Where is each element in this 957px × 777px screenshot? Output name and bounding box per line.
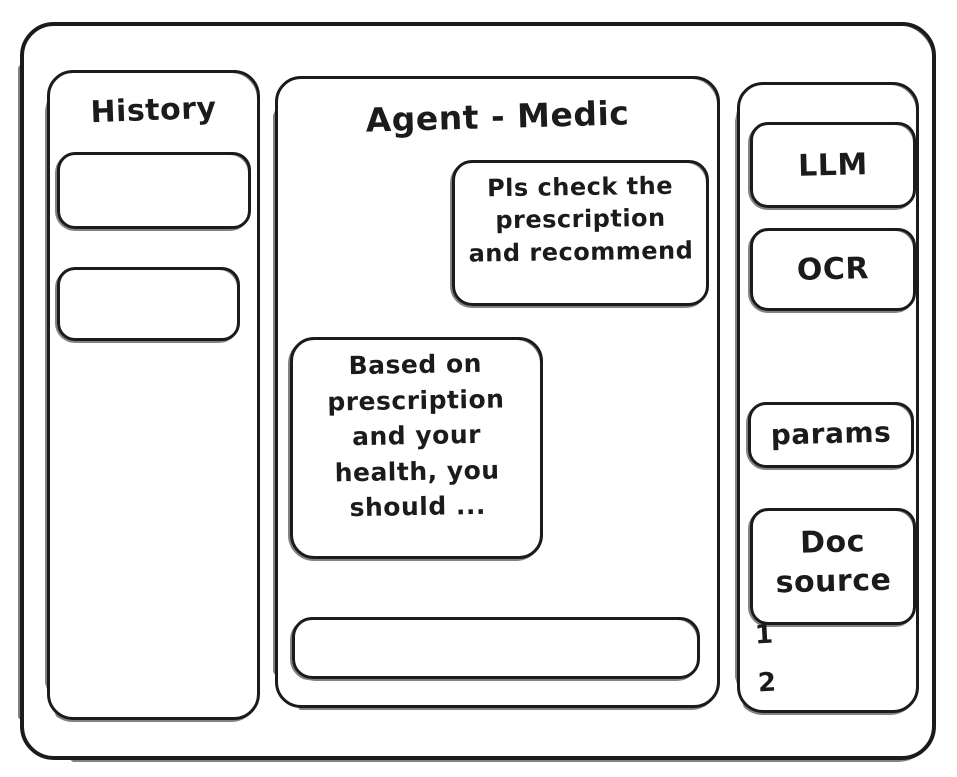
message-input[interactable] bbox=[292, 617, 700, 679]
llm-button[interactable] bbox=[750, 122, 916, 208]
user-message-bubble bbox=[452, 160, 709, 306]
history-item-1[interactable] bbox=[57, 152, 251, 229]
ocr-button[interactable] bbox=[750, 228, 916, 311]
assistant-message-bubble bbox=[290, 337, 543, 559]
doc-source-button[interactable] bbox=[750, 508, 916, 625]
history-item-2[interactable] bbox=[57, 267, 240, 341]
params-button[interactable] bbox=[748, 402, 914, 468]
